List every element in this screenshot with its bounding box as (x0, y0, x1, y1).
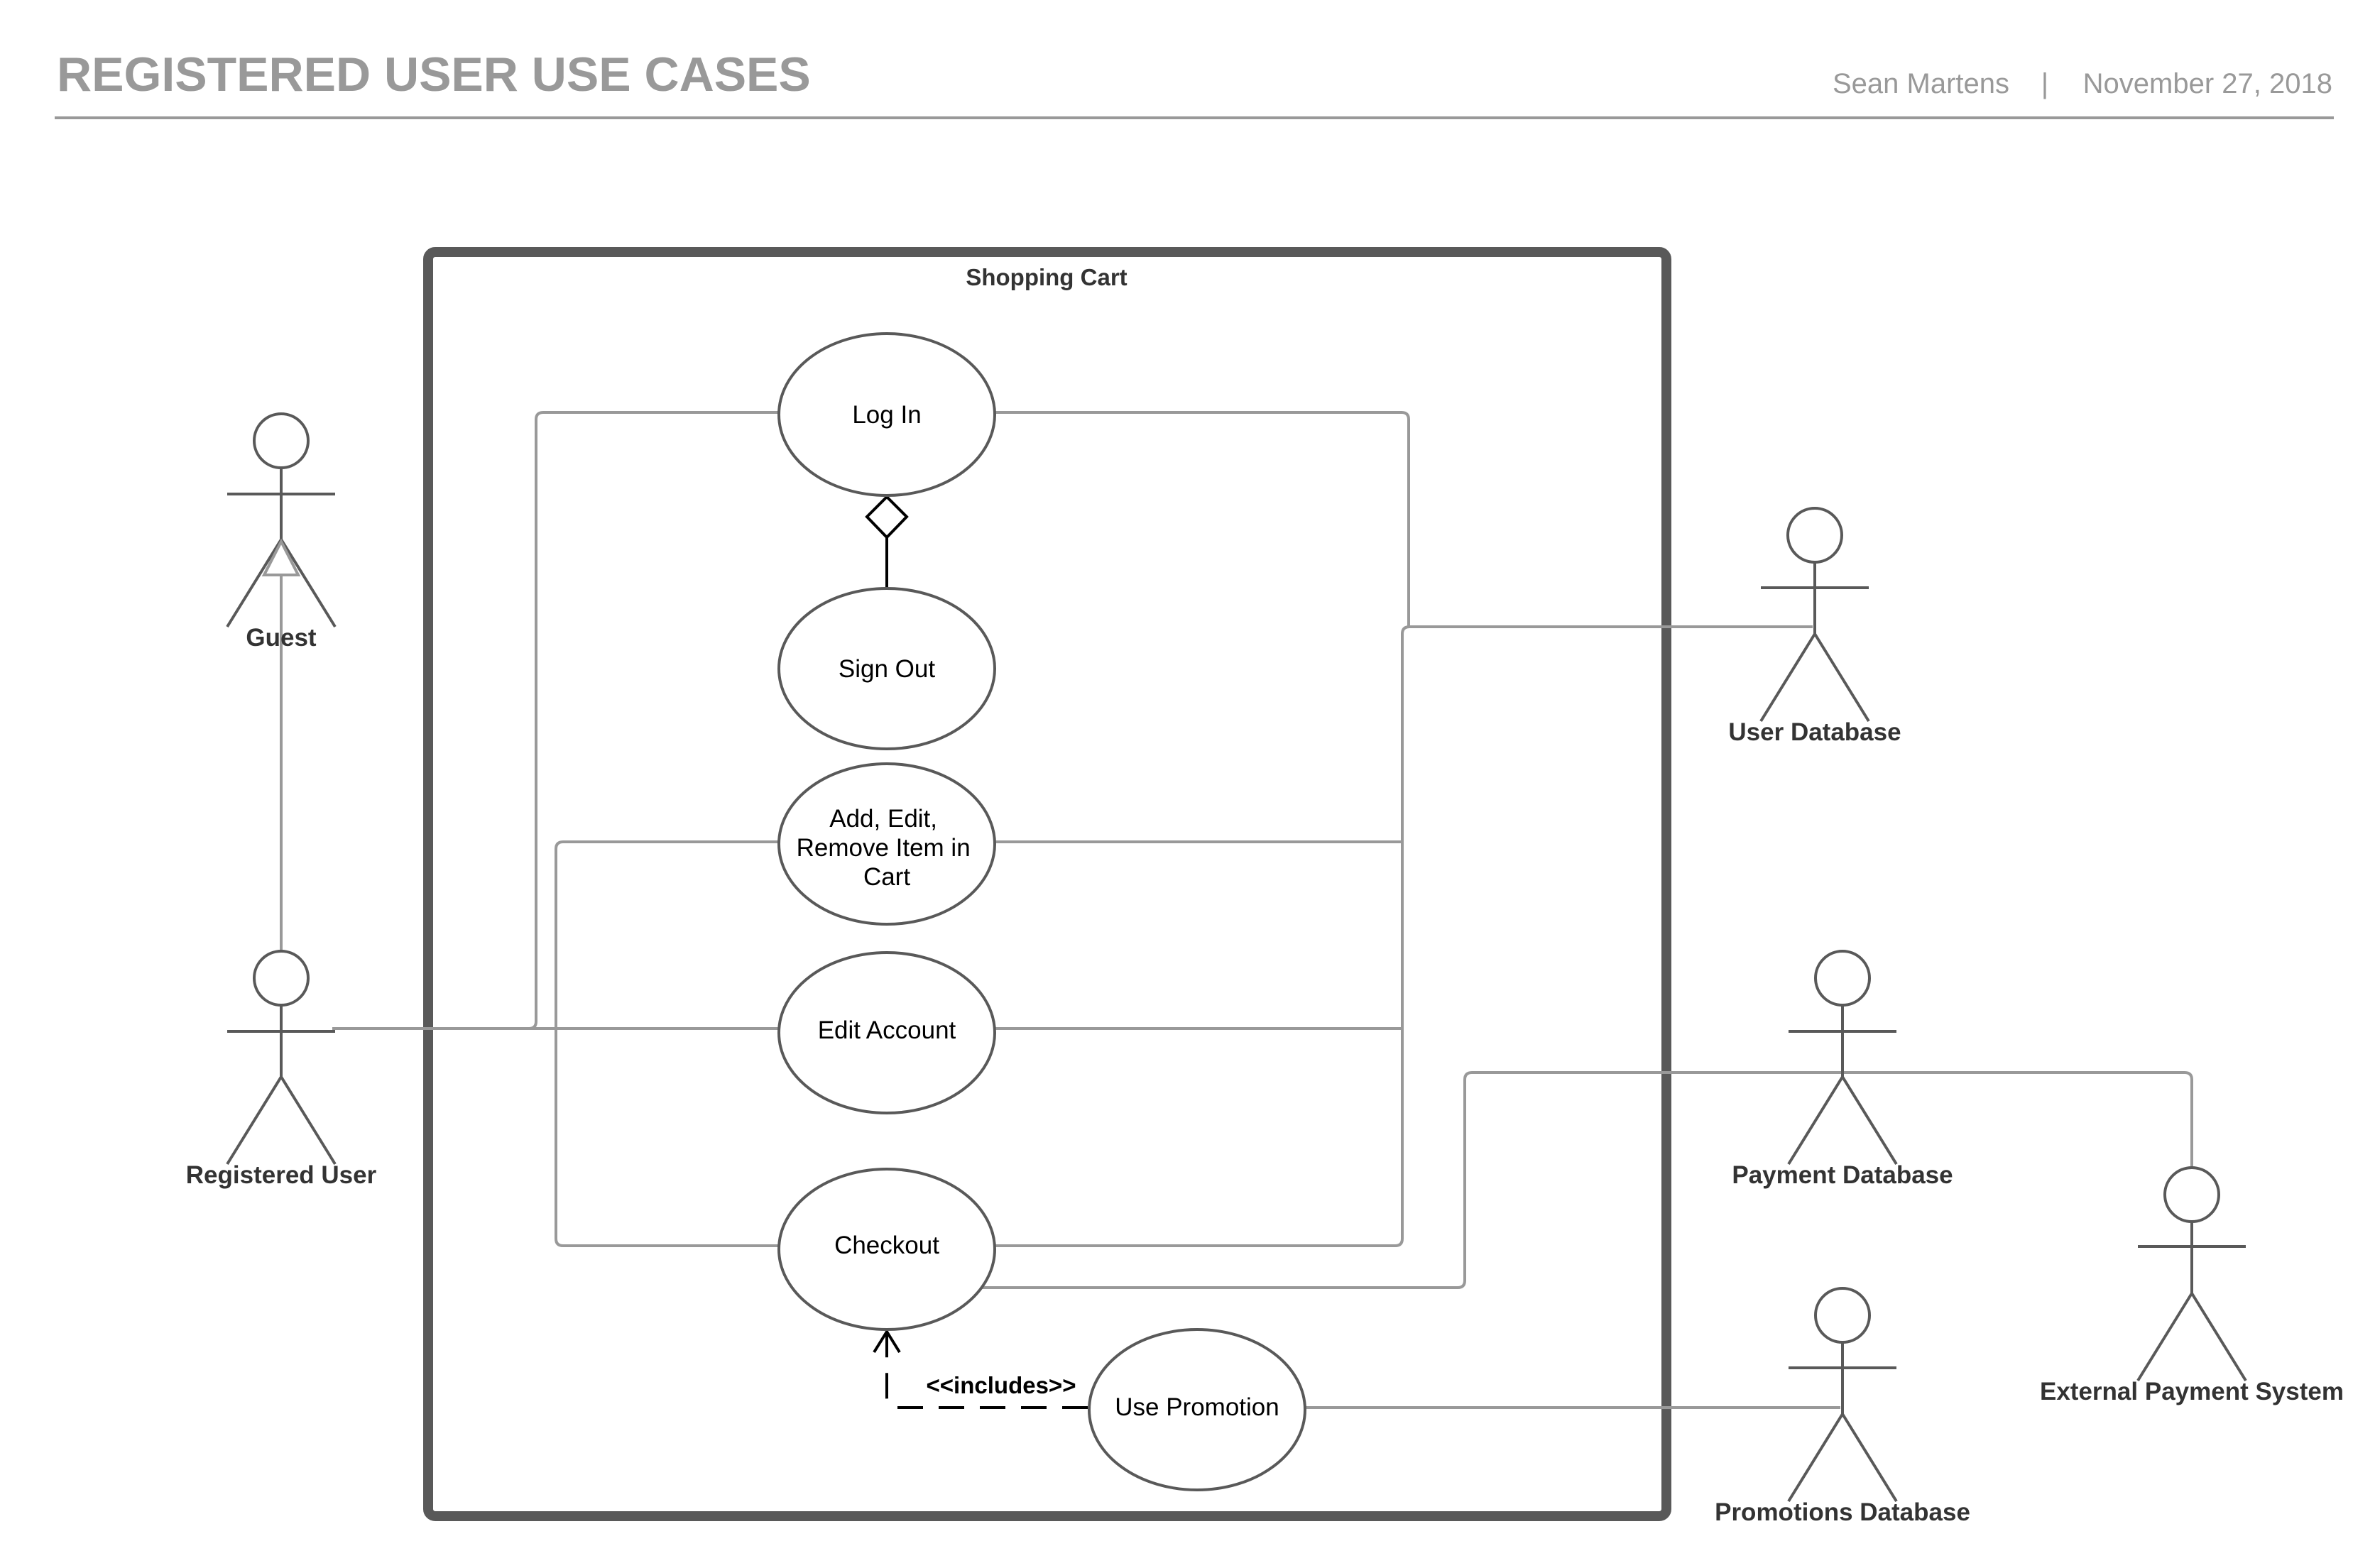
actor-external-payment-system[interactable]: External Payment System (2040, 1166, 2344, 1405)
cart-items-label: Add, Edit, Remove Item in Cart (797, 805, 978, 891)
promotions-database-head (1814, 1287, 1871, 1344)
use-case-edit-account[interactable]: Edit Account (777, 951, 996, 1114)
use-promotion-label: Use Promotion (1115, 1393, 1279, 1421)
edit-account-ellipse[interactable] (777, 951, 996, 1114)
guest-label: Guest (246, 624, 317, 652)
guest-head (253, 412, 310, 469)
include-line (885, 1334, 1088, 1409)
external-payment-head (2163, 1166, 2220, 1223)
use-case-use-promotion[interactable]: Use Promotion (1088, 1328, 1306, 1491)
association-user-cart (555, 840, 778, 1029)
registered-user-legs (226, 1074, 337, 1166)
header: REGISTERED USER USE CASES Sean Martens |… (55, 48, 2334, 119)
actor-registered-user[interactable]: Registered User (186, 950, 377, 1189)
association-checkout-payment (978, 1071, 2193, 1289)
actor-payment-database[interactable]: Payment Database (1732, 950, 1953, 1189)
associations (280, 411, 2193, 1409)
aggregation (865, 495, 909, 589)
user-database-label: User Database (1728, 718, 1901, 746)
include-arrowhead (873, 1329, 901, 1354)
author: Sean Martens (1833, 68, 2009, 99)
association-user-checkout (555, 1029, 778, 1247)
generalization-arrowhead (261, 538, 301, 576)
include-relationship: <<includes>> (873, 1329, 1088, 1409)
payment-database-label: Payment Database (1732, 1161, 1953, 1189)
sign-out-ellipse[interactable] (777, 587, 996, 750)
page-title: REGISTERED USER USE CASES (57, 48, 811, 102)
association-login-userdb (993, 411, 1813, 628)
promotions-database-legs (1787, 1411, 1898, 1503)
date: November 27, 2018 (2083, 68, 2332, 99)
use-case-cart-items[interactable]: Add, Edit, Remove Item in Cart (777, 762, 996, 926)
user-database-legs (1759, 631, 1870, 723)
edit-account-label: Edit Account (818, 1016, 956, 1044)
sign-out-label: Sign Out (839, 655, 935, 683)
payment-database-legs (1787, 1074, 1898, 1166)
checkout-ellipse[interactable] (777, 1168, 996, 1331)
actor-user-database[interactable]: User Database (1728, 507, 1901, 746)
boundary-label: Shopping Cart (966, 264, 1127, 290)
user-database-head (1786, 507, 1843, 564)
use-promotion-ellipse[interactable] (1088, 1328, 1306, 1491)
promotions-database-label: Promotions Database (1715, 1498, 1970, 1526)
aggregation-diamond (865, 495, 909, 539)
log-in-label: Log In (852, 401, 921, 429)
header-separator: | (2041, 68, 2048, 99)
include-label: <<includes>> (927, 1372, 1076, 1398)
use-case-sign-out[interactable]: Sign Out (777, 587, 996, 750)
use-case-log-in[interactable]: Log In (777, 332, 996, 497)
association-bus-userdb (993, 625, 1813, 1247)
external-payment-label: External Payment System (2040, 1378, 2344, 1405)
payment-database-head (1814, 950, 1871, 1007)
actor-guest[interactable]: Guest (226, 412, 337, 652)
registered-user-label: Registered User (186, 1161, 377, 1189)
cart-items-ellipse[interactable] (777, 762, 996, 926)
boundary-box (423, 247, 1671, 1521)
use-case-checkout[interactable]: Checkout (777, 1168, 996, 1331)
log-in-ellipse[interactable] (777, 332, 996, 497)
actor-promotions-database[interactable]: Promotions Database (1715, 1287, 1970, 1526)
system-boundary: Shopping Cart (423, 247, 1671, 1521)
checkout-label: Checkout (834, 1232, 939, 1259)
external-payment-legs (2136, 1290, 2247, 1382)
registered-user-head (253, 950, 310, 1007)
